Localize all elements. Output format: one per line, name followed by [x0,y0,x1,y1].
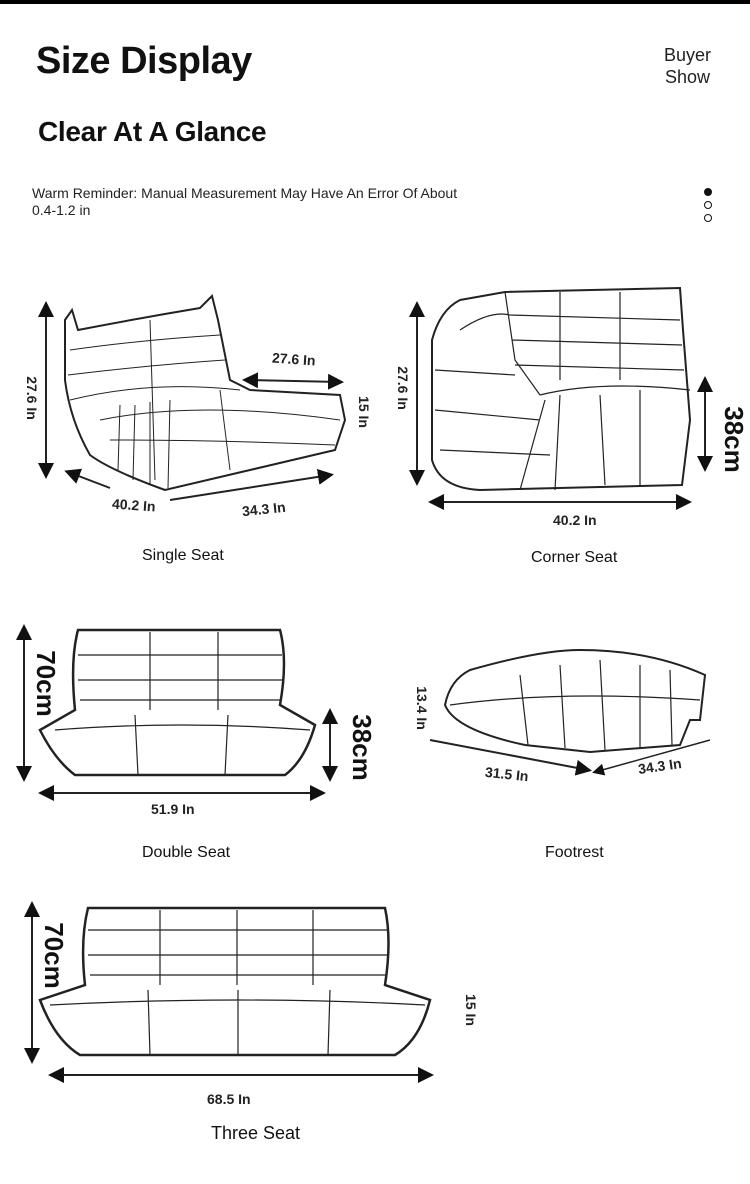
page-title: Size Display [36,40,252,82]
corner-seat-height-label: 38cm [718,406,749,473]
single-width-arrow [64,468,111,489]
buyer-show-line1: Buyer [664,45,712,65]
single-seat-caption: Single Seat [142,547,224,564]
corner-seat-sketch [431,286,692,492]
single-height-label: 27.6 In [23,376,40,420]
page-subtitle: Clear At A Glance [38,116,267,147]
corner-seat-caption: Corner Seat [531,549,618,566]
pager-dot-active[interactable] [704,188,712,196]
three-width-label: 68.5 In [207,1091,251,1107]
buyer-show-line2: Show [665,67,711,87]
footrest-sketch [443,648,707,754]
footrest-width-arrow [429,739,592,776]
pager-dots [704,188,714,227]
double-seat-caption: Double Seat [142,844,231,861]
pager-dot[interactable] [704,201,712,209]
double-seat-height-label: 38cm [346,714,377,781]
pager-dot[interactable] [704,214,712,222]
single-seat-depth-label: 27.6 In [271,349,317,369]
double-height-label: 70cm [30,650,61,717]
three-seat-sketch [38,906,432,1057]
single-width-label: 40.2 In [111,495,157,515]
three-height-label: 70cm [38,922,69,989]
footrest-depth-arrow [592,739,711,776]
buyer-show-button[interactable]: Buyer Show [664,44,711,88]
double-seat-sketch [38,628,317,777]
corner-width-label: 40.2 In [553,512,597,528]
footrest-height-label: 13.4 In [413,686,430,730]
measurement-reminder: Warm Reminder: Manual Measurement May Ha… [32,185,458,218]
single-seat-sketch [64,294,347,492]
single-seat-depth-arrow [242,372,344,390]
three-seat-caption: Three Seat [211,1123,301,1143]
double-width-label: 51.9 In [151,801,195,817]
single-seat-height-label: 15 In [355,396,372,428]
corner-height-label: 27.6 In [394,366,411,410]
footrest-caption: Footrest [545,844,604,861]
three-seat-height-label: 15 In [462,994,479,1026]
single-depth-arrow [169,468,334,501]
top-bar [0,0,750,4]
